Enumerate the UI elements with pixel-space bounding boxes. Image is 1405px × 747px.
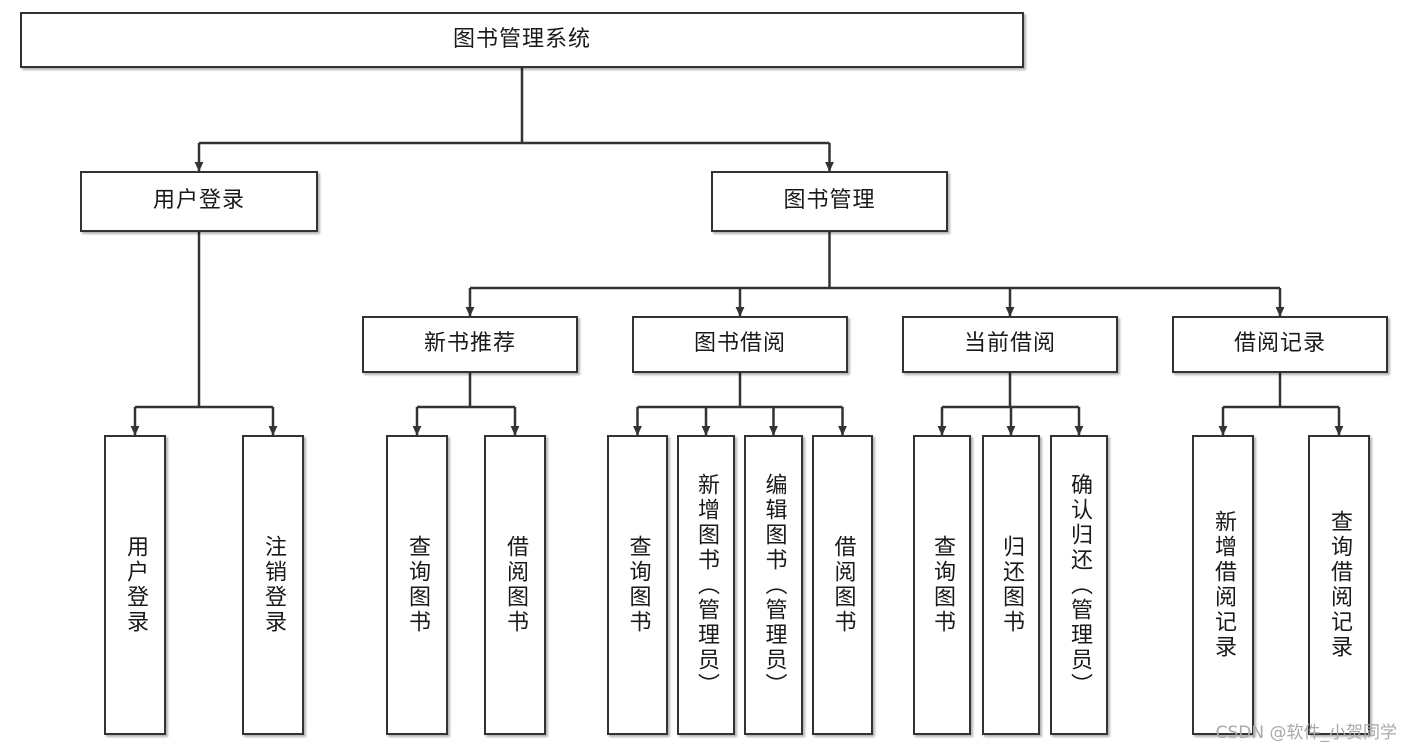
watermark-credit: CSDN @软件_小贺同学 <box>1215 723 1397 743</box>
node-root-label: 图书管理系统 <box>452 26 591 52</box>
node-user-login-label: 用户登录 <box>152 188 245 214</box>
node-root[interactable]: 图书管理系统 <box>20 12 1024 68</box>
node-borrow-record-label: 借阅记录 <box>1233 331 1326 357</box>
node-borrow-record[interactable]: 借阅记录 <box>1172 316 1388 373</box>
node-leaf-logout-login-label: 注销登录 <box>260 535 286 635</box>
node-leaf-query-book-current[interactable]: 查询图书 <box>913 435 971 735</box>
node-leaf-edit-book-admin-label: 编辑图书（管理员） <box>761 472 787 698</box>
node-book-borrow[interactable]: 图书借阅 <box>632 316 848 373</box>
node-leaf-query-book-borrow-label: 查询图书 <box>625 535 651 635</box>
node-leaf-user-login[interactable]: 用户登录 <box>104 435 166 735</box>
node-user-login[interactable]: 用户登录 <box>80 171 318 232</box>
node-book-manage-label: 图书管理 <box>783 188 876 214</box>
node-leaf-add-book-admin[interactable]: 新增图书（管理员） <box>677 435 735 735</box>
node-leaf-edit-book-admin[interactable]: 编辑图书（管理员） <box>744 435 803 735</box>
node-leaf-add-borrow-record-label: 新增借阅记录 <box>1210 510 1236 660</box>
node-leaf-confirm-return-admin[interactable]: 确认归还（管理员） <box>1050 435 1108 735</box>
edge-group <box>130 68 1344 436</box>
node-leaf-borrow-book-recommend[interactable]: 借阅图书 <box>484 435 546 735</box>
node-leaf-query-borrow-record-label: 查询借阅记录 <box>1326 510 1352 660</box>
node-leaf-confirm-return-admin-label: 确认归还（管理员） <box>1066 472 1092 698</box>
node-new-book-recommend-label: 新书推荐 <box>423 331 516 357</box>
node-leaf-query-book-recommend[interactable]: 查询图书 <box>386 435 448 735</box>
node-new-book-recommend[interactable]: 新书推荐 <box>362 316 578 373</box>
node-leaf-return-book[interactable]: 归还图书 <box>982 435 1040 735</box>
node-leaf-add-book-admin-label: 新增图书（管理员） <box>693 472 719 698</box>
node-leaf-user-login-label: 用户登录 <box>122 535 148 635</box>
node-book-manage[interactable]: 图书管理 <box>711 171 948 232</box>
node-leaf-return-book-label: 归还图书 <box>998 535 1024 635</box>
node-leaf-query-book-current-label: 查询图书 <box>929 535 955 635</box>
node-leaf-add-borrow-record[interactable]: 新增借阅记录 <box>1192 435 1254 735</box>
node-leaf-borrow-book-label: 借阅图书 <box>830 535 856 635</box>
node-leaf-borrow-book-recommend-label: 借阅图书 <box>502 535 528 635</box>
node-book-borrow-label: 图书借阅 <box>693 331 786 357</box>
node-leaf-query-book-recommend-label: 查询图书 <box>404 535 430 635</box>
node-leaf-logout-login[interactable]: 注销登录 <box>242 435 304 735</box>
node-current-borrow[interactable]: 当前借阅 <box>902 316 1118 373</box>
node-leaf-query-borrow-record[interactable]: 查询借阅记录 <box>1308 435 1370 735</box>
node-current-borrow-label: 当前借阅 <box>963 331 1056 357</box>
node-leaf-borrow-book[interactable]: 借阅图书 <box>812 435 873 735</box>
node-leaf-query-book-borrow[interactable]: 查询图书 <box>607 435 668 735</box>
